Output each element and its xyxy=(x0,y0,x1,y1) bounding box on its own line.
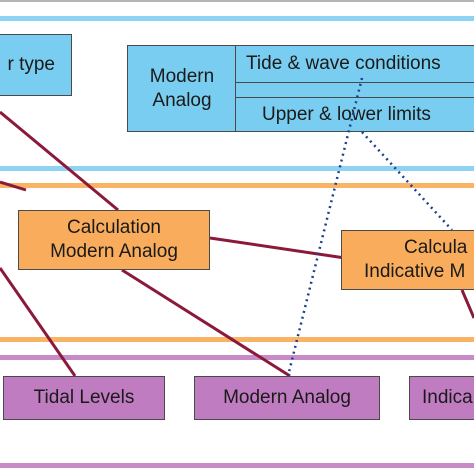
tidal-levels-box: Tidal Levels xyxy=(3,376,165,420)
tide-wave-label: Tide & wave conditions xyxy=(246,53,441,74)
upper-lower-label: Upper & lower limits xyxy=(262,103,431,125)
calc-indicative-line2: Indicative M xyxy=(364,261,466,282)
indicative-bottom-label: Indica xyxy=(422,387,473,408)
tidal-levels-label: Tidal Levels xyxy=(33,387,135,408)
link-calc-to-calc xyxy=(209,236,346,260)
upper-lower-cell: Upper & lower limits xyxy=(236,98,474,131)
link-calc-modern-to-modern-analog xyxy=(121,268,291,378)
top-gray-line xyxy=(0,0,474,2)
modern-analog-bottom-label: Modern Analog xyxy=(223,387,351,408)
parameters-box: Tide & wave conditions Upper & lower lim… xyxy=(235,45,474,132)
calc-modern-line2: Modern Analog xyxy=(50,241,178,262)
modern-analog-top-line1: Modern xyxy=(149,65,215,87)
modern-analog-top-line2: Analog xyxy=(152,89,212,111)
tide-wave-cell: Tide & wave conditions xyxy=(236,46,474,83)
calc-indicative-box: Calcula Indicative M xyxy=(341,230,474,290)
dotted-limits-to-modern-analog xyxy=(286,77,364,377)
link-calc-indicative-right xyxy=(460,289,474,319)
link-left-to-tidal-levels xyxy=(0,267,77,377)
link-left-to-calc-modern xyxy=(0,180,27,192)
orange-band-bottom xyxy=(0,337,474,342)
modern-analog-bottom-box: Modern Analog xyxy=(194,376,380,420)
link-indicator-to-calc-modern xyxy=(0,110,119,212)
indicative-bottom-box: Indica xyxy=(409,376,474,420)
calc-indicative-line1: Calcula xyxy=(404,237,468,258)
indicator-type-label: r type xyxy=(7,54,55,75)
indicator-type-box: r type xyxy=(0,34,72,96)
purple-band-bottom xyxy=(0,463,474,468)
calc-modern-line1: Calculation xyxy=(67,217,161,238)
blue-band-lower xyxy=(0,166,474,171)
calc-modern-analog-box: Calculation Modern Analog xyxy=(18,210,210,270)
blue-band-top xyxy=(0,16,474,21)
spacer-cell xyxy=(236,83,474,98)
orange-band-top xyxy=(0,183,474,188)
dotted-limits-to-calc-indicative xyxy=(361,131,453,231)
purple-band-top xyxy=(0,355,474,360)
modern-analog-top-box: Modern Analog xyxy=(127,45,237,132)
